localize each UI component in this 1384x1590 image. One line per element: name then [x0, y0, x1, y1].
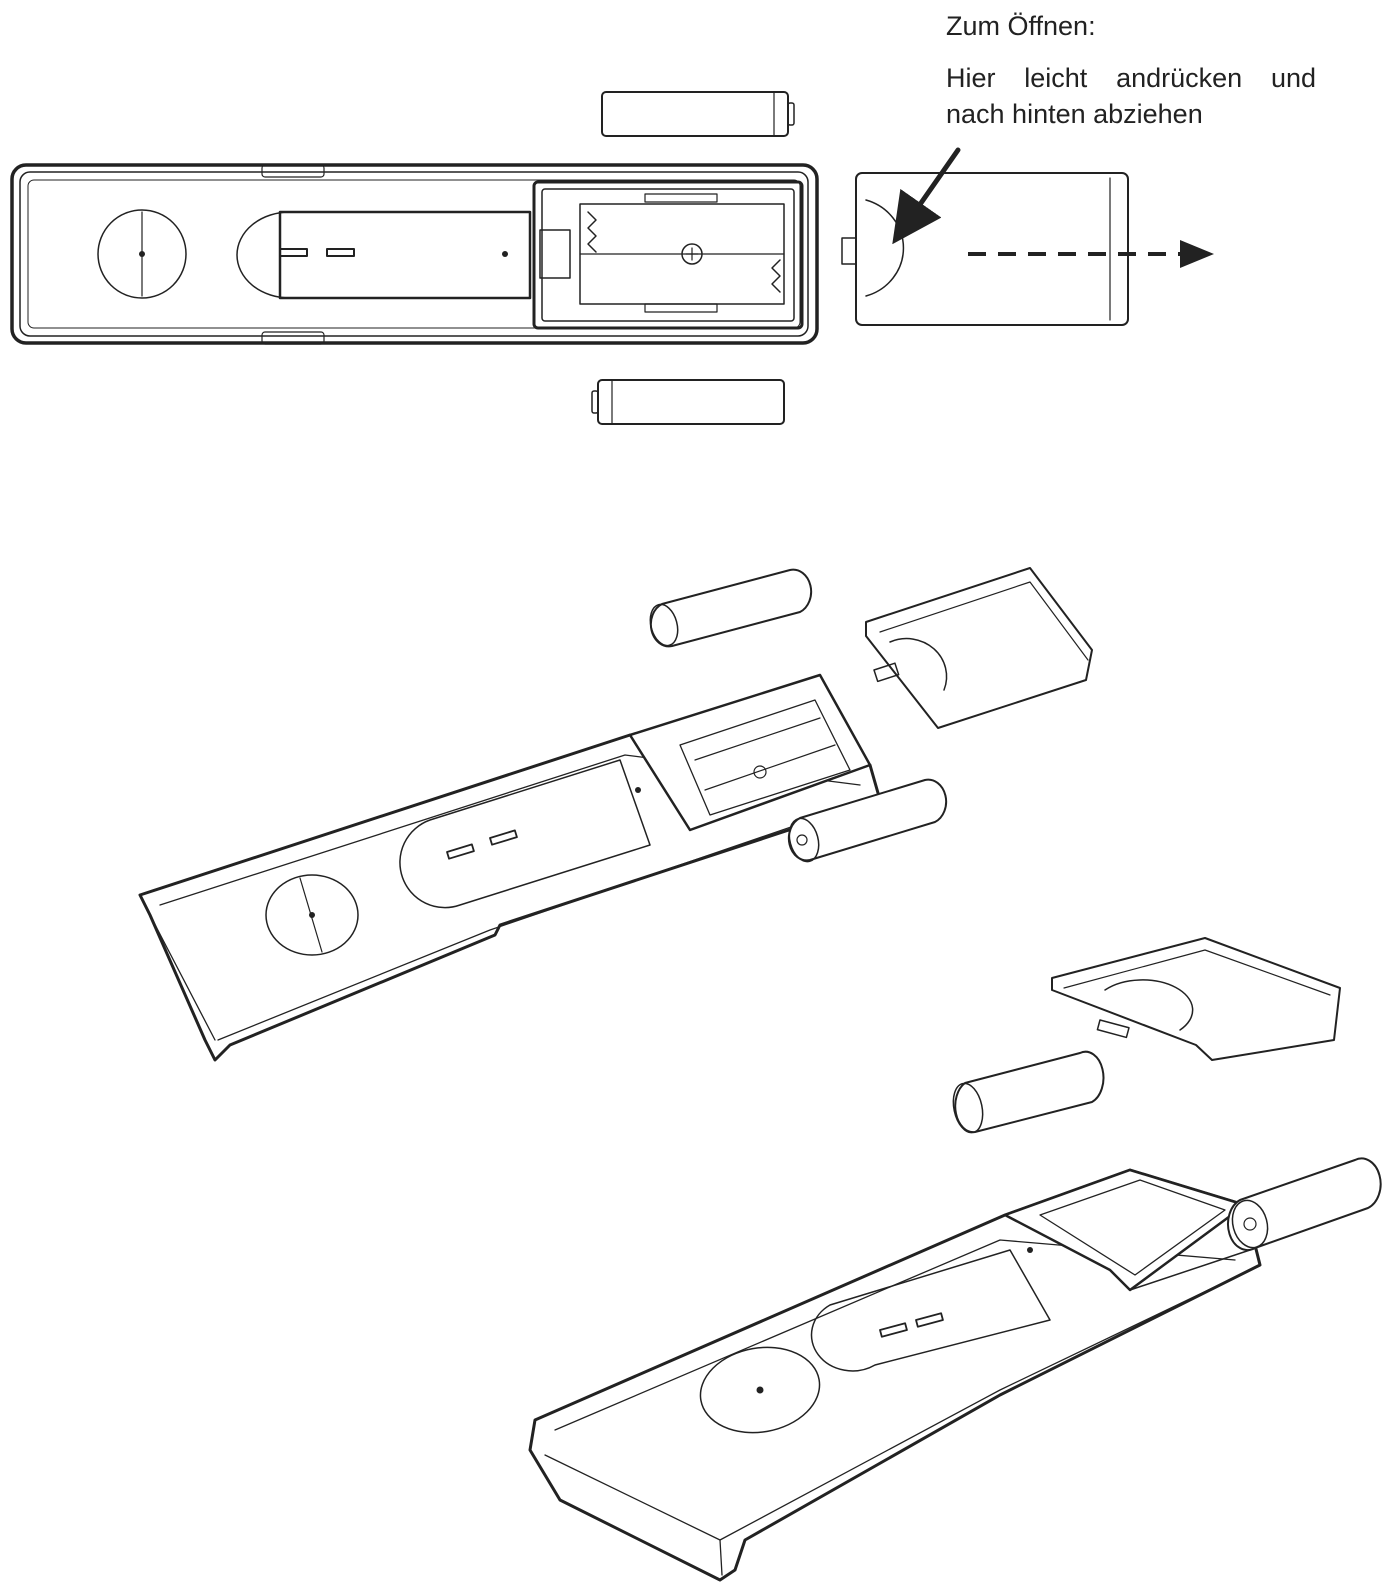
battery-middle-upper [646, 570, 811, 649]
instruction-text: Zum Öffnen: Hier leicht andrücken und na… [946, 8, 1316, 132]
sensor-circle [98, 210, 186, 298]
instruction-line-2: nach hinten abziehen [946, 99, 1203, 129]
instruction-body: Hier leicht andrücken und nach hinten ab… [946, 60, 1316, 132]
sensor-circle-middle [266, 875, 358, 955]
battery-top-lower [592, 380, 784, 424]
battery-compartment-bottom [1005, 1170, 1250, 1290]
instruction-heading: Zum Öffnen: [946, 11, 1096, 41]
grip-bottom [262, 332, 324, 344]
battery-compartment-middle [630, 675, 870, 830]
battery-bottom-left [949, 1052, 1103, 1136]
display-area-middle [400, 760, 650, 908]
spring-left-top [588, 212, 596, 252]
pointer-arrow-icon [892, 150, 958, 245]
middle-view-device [140, 675, 880, 1060]
instruction-line-1: Hier leicht andrücken und [946, 63, 1316, 93]
grip-top [262, 165, 324, 177]
cover-top-view [842, 173, 1128, 325]
screw [682, 244, 702, 264]
battery-middle-lower [785, 780, 946, 865]
sensor-circle-bottom [694, 1338, 827, 1442]
display-area [237, 212, 530, 298]
battery-top-upper [602, 92, 794, 136]
cover-bottom-view [1052, 938, 1340, 1060]
display-area-bottom [811, 1247, 1050, 1371]
bottom-view-device [530, 1170, 1260, 1580]
cover-middle-view [866, 568, 1092, 728]
battery-bottom-right [1227, 1158, 1380, 1251]
dashed-direction-arrow-icon [968, 240, 1214, 268]
battery-compartment [534, 182, 802, 328]
top-view-device [12, 165, 817, 344]
spring-right-bottom [772, 260, 780, 292]
